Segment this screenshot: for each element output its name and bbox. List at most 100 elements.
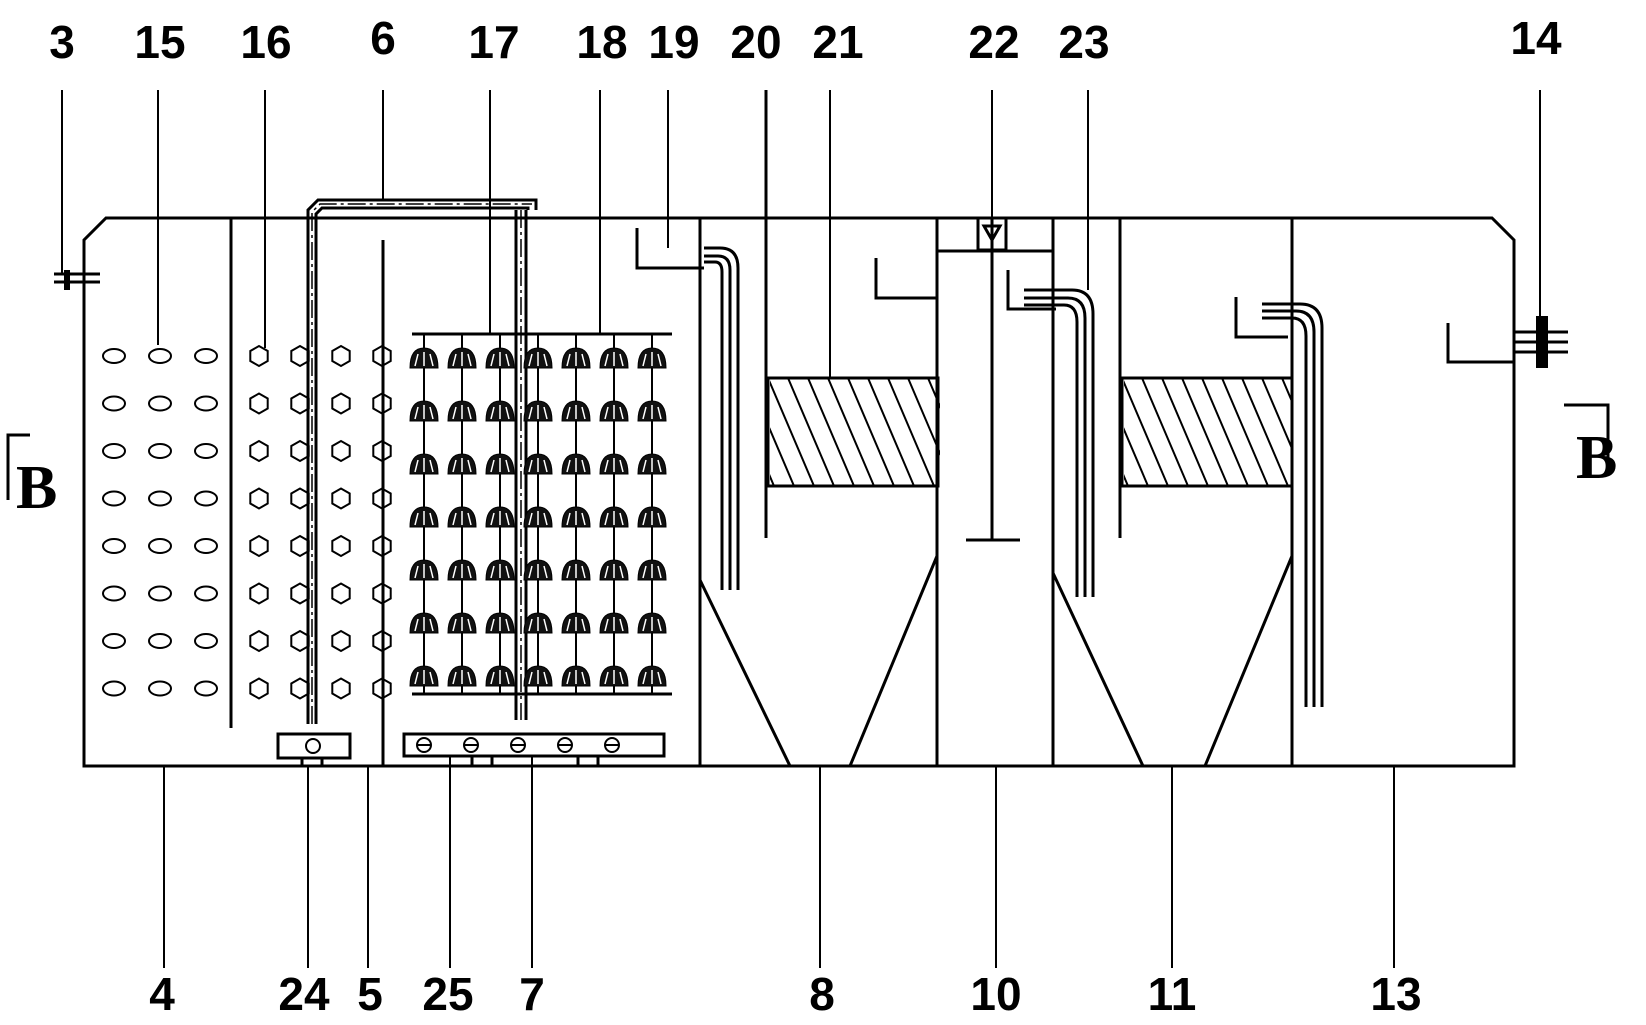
section-mark-right: B bbox=[1564, 403, 1617, 492]
oval-media-piece bbox=[148, 490, 172, 507]
label-19: 19 bbox=[648, 16, 699, 68]
label-18: 18 bbox=[576, 16, 627, 68]
carrier-piece bbox=[485, 347, 515, 369]
label-4: 4 bbox=[149, 968, 175, 1020]
hex-media-piece bbox=[249, 582, 269, 605]
hex-media-piece bbox=[331, 392, 351, 415]
label-6: 6 bbox=[370, 12, 396, 64]
carrier-piece bbox=[485, 559, 515, 581]
label-23: 23 bbox=[1058, 16, 1109, 68]
carrier-piece bbox=[523, 665, 553, 687]
carrier-piece bbox=[561, 453, 591, 475]
top-labels: 3 15 16 6 17 18 19 20 21 22 23 14 bbox=[49, 12, 1562, 68]
hex-media-piece bbox=[372, 392, 392, 415]
hex-media-piece bbox=[331, 582, 351, 605]
carrier-piece bbox=[561, 665, 591, 687]
oval-media-piece bbox=[102, 395, 126, 412]
carrier-piece bbox=[447, 665, 477, 687]
hex-media-piece bbox=[290, 439, 310, 463]
label-3: 3 bbox=[49, 16, 75, 68]
oval-media-piece bbox=[194, 490, 218, 507]
oval-media-piece bbox=[148, 585, 172, 602]
carrier-piece bbox=[409, 453, 439, 475]
carrier-piece bbox=[599, 453, 629, 475]
hex-media-piece bbox=[372, 439, 392, 463]
carrier-piece bbox=[599, 506, 629, 528]
carrier-piece bbox=[447, 453, 477, 475]
carrier-piece bbox=[637, 400, 667, 422]
oval-media-piece bbox=[148, 443, 172, 459]
biofilm-carriers-17 bbox=[409, 334, 667, 694]
hex-media-piece bbox=[249, 487, 269, 510]
hex-media-piece bbox=[331, 677, 351, 700]
tank-outline bbox=[82, 216, 1516, 768]
filter-media-15 bbox=[102, 348, 218, 697]
section-mark-left: B bbox=[6, 433, 57, 522]
bottom-labels: 4 24 5 25 7 8 10 11 13 bbox=[149, 968, 1421, 1020]
leader-lines bbox=[61, 90, 1541, 968]
oval-media-piece bbox=[194, 633, 218, 649]
oval-media-piece bbox=[194, 680, 218, 697]
oval-media-piece bbox=[148, 348, 172, 364]
carrier-piece bbox=[561, 559, 591, 581]
hex-media-piece bbox=[249, 392, 269, 415]
oval-media-piece bbox=[102, 443, 126, 459]
hex-media-piece bbox=[372, 344, 392, 368]
carrier-piece bbox=[409, 347, 439, 369]
label-7: 7 bbox=[519, 968, 545, 1020]
carrier-piece bbox=[599, 665, 629, 687]
label-17: 17 bbox=[468, 16, 519, 68]
carrier-piece bbox=[409, 665, 439, 687]
carrier-piece bbox=[637, 665, 667, 687]
carrier-piece bbox=[447, 506, 477, 528]
hex-media-piece bbox=[290, 629, 310, 653]
label-15: 15 bbox=[134, 16, 185, 68]
outlet-pipe bbox=[1262, 302, 1324, 707]
oval-media-piece bbox=[102, 538, 126, 554]
transfer-pipe-23 bbox=[1024, 288, 1095, 597]
carrier-piece bbox=[485, 506, 515, 528]
oval-media-piece bbox=[194, 585, 218, 602]
hex-media-piece bbox=[331, 487, 351, 510]
hex-media-piece bbox=[331, 534, 351, 558]
carrier-piece bbox=[637, 453, 667, 475]
label-5: 5 bbox=[357, 968, 383, 1020]
oval-media-piece bbox=[102, 680, 126, 697]
hex-media-piece bbox=[372, 677, 392, 700]
inclined-plate-pack-1 bbox=[766, 376, 940, 488]
carrier-piece bbox=[599, 612, 629, 634]
carrier-piece bbox=[447, 347, 477, 369]
carrier-piece bbox=[523, 453, 553, 475]
hex-media-piece bbox=[290, 487, 310, 510]
hex-media-piece bbox=[372, 534, 392, 558]
hex-media-piece bbox=[331, 629, 351, 653]
label-16: 16 bbox=[240, 16, 291, 68]
oval-media-piece bbox=[148, 680, 172, 697]
oval-media-piece bbox=[194, 538, 218, 554]
hex-media-piece bbox=[290, 392, 310, 415]
hex-media-piece bbox=[249, 439, 269, 463]
hopper-2 bbox=[1051, 572, 1145, 767]
aerator-24 bbox=[276, 732, 352, 768]
hex-media-piece bbox=[249, 677, 269, 700]
oval-media-piece bbox=[194, 348, 218, 364]
hopper-1 bbox=[698, 579, 792, 767]
hex-media-piece bbox=[290, 582, 310, 605]
carrier-piece bbox=[637, 612, 667, 634]
hex-media-piece bbox=[331, 439, 351, 463]
carrier-piece bbox=[561, 612, 591, 634]
carrier-piece bbox=[523, 612, 553, 634]
carrier-piece bbox=[409, 559, 439, 581]
air-header-6 bbox=[306, 198, 538, 724]
carrier-piece bbox=[599, 559, 629, 581]
inlet-flange-3 bbox=[54, 270, 100, 290]
hex-media-piece bbox=[290, 534, 310, 558]
transfer-pipe-19 bbox=[704, 246, 740, 590]
carrier-piece bbox=[637, 347, 667, 369]
label-21: 21 bbox=[812, 16, 863, 68]
hex-media-piece bbox=[249, 534, 269, 558]
oval-media-piece bbox=[102, 633, 126, 649]
carrier-piece bbox=[485, 612, 515, 634]
oval-media-piece bbox=[148, 395, 172, 412]
